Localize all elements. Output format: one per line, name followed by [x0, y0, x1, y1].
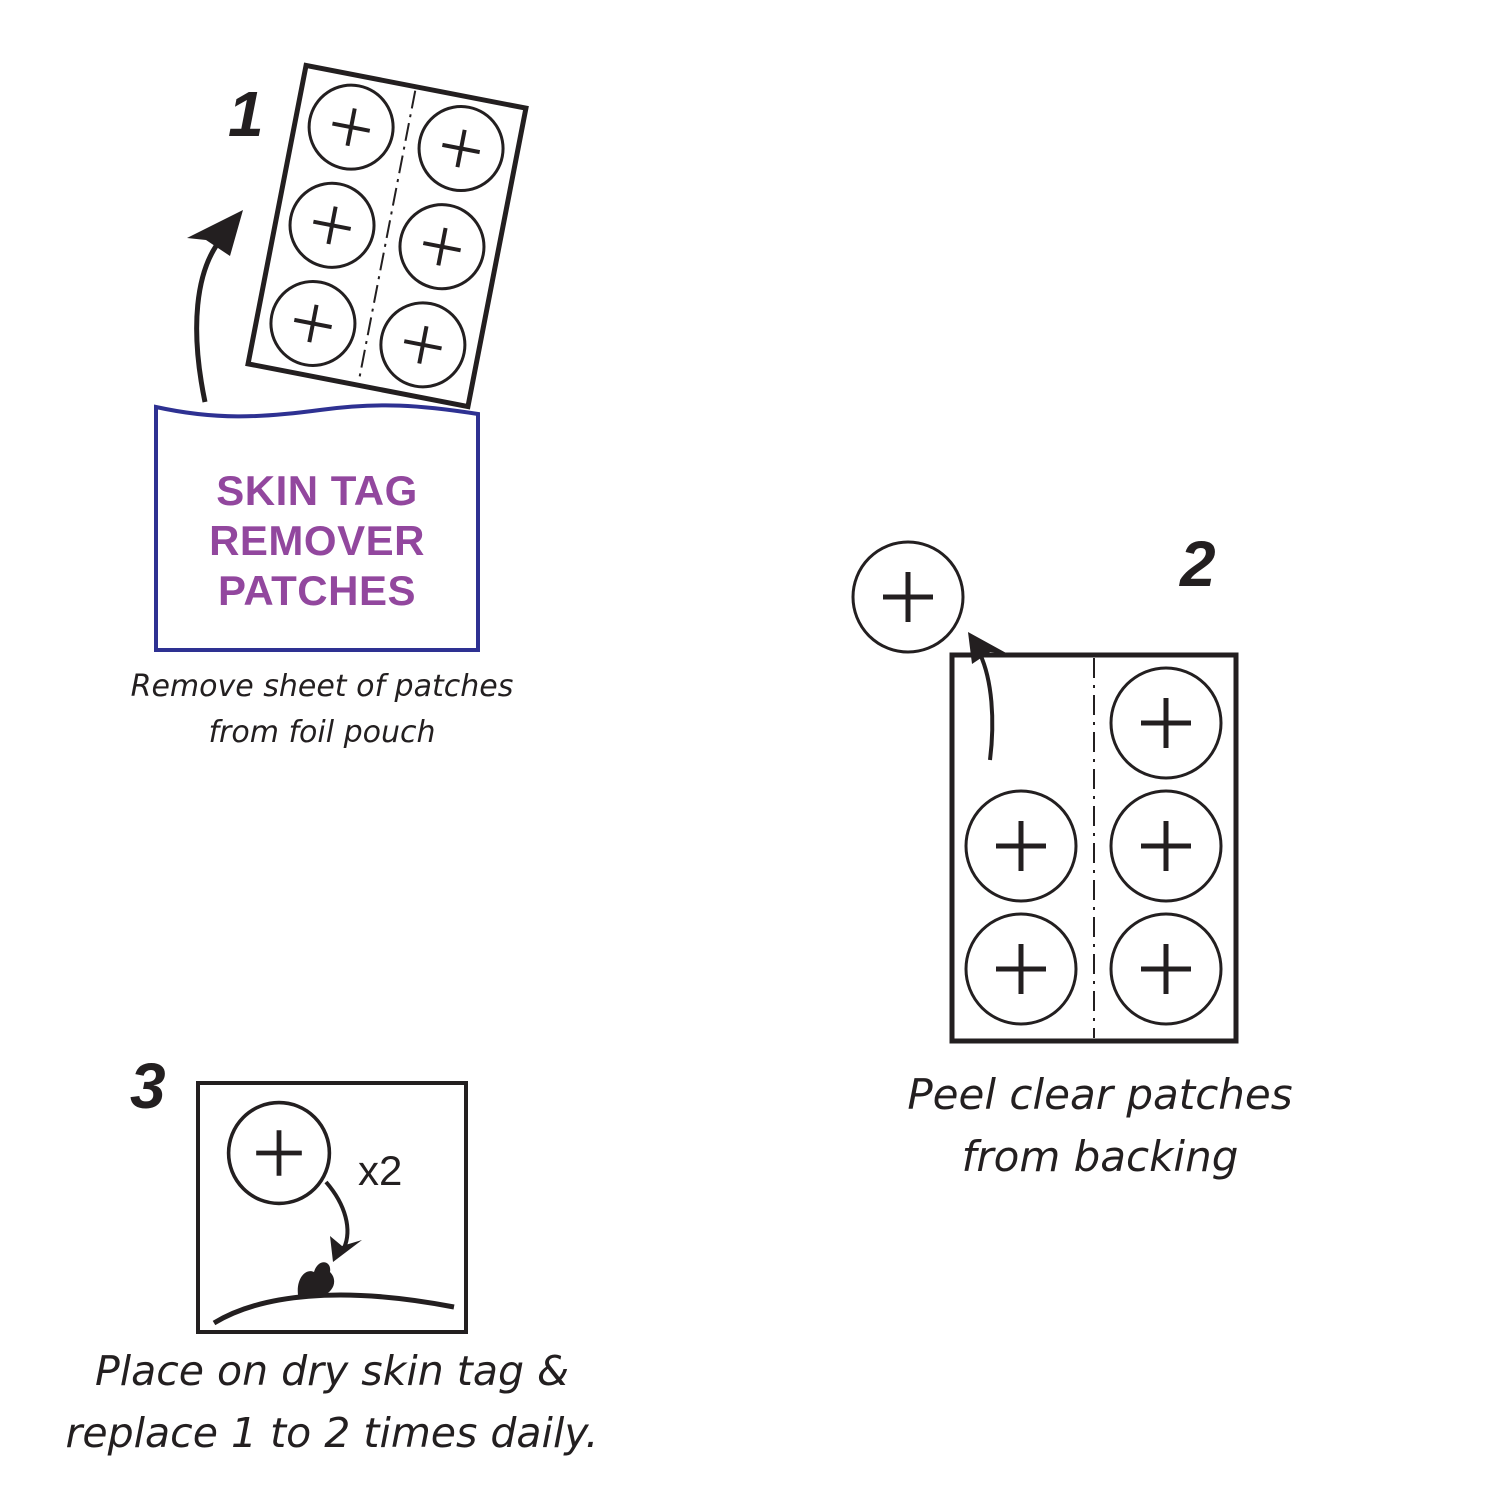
- step1-caption: Remove sheet of patches from foil pouch: [100, 664, 544, 756]
- caption-line: from backing: [961, 1132, 1239, 1181]
- patch-icon: [966, 914, 1076, 1024]
- step2-backing-sheet: [949, 652, 1239, 1044]
- pouch-label-line: SKIN TAG: [216, 467, 418, 514]
- pouch-label-line: PATCHES: [218, 567, 416, 614]
- multiplier-label: x2: [358, 1147, 403, 1194]
- patch-icon: [1111, 668, 1221, 778]
- caption-line: replace 1 to 2 times daily.: [65, 1409, 599, 1457]
- step1-number: 1: [228, 78, 264, 150]
- skin-line: [212, 1292, 455, 1326]
- patch-icon: [1111, 914, 1221, 1024]
- caption-line: Remove sheet of patches: [130, 669, 514, 704]
- step1-curved-arrow-icon: [187, 210, 243, 403]
- step1-foil-pouch: [154, 403, 480, 652]
- step3-arrow-icon: [324, 1180, 362, 1262]
- step1-patch-sheet: [245, 62, 529, 410]
- patch-icon: [966, 791, 1076, 901]
- caption-line: Peel clear patches: [907, 1070, 1293, 1119]
- step2-caption: Peel clear patches from backing: [880, 1064, 1320, 1188]
- step3-number: 3: [130, 1050, 166, 1122]
- patch-icon: [229, 1103, 330, 1204]
- step3-application-frame: [196, 1081, 468, 1334]
- pouch-label-line: REMOVER: [209, 517, 425, 564]
- skin-tag-icon: [297, 1262, 335, 1296]
- peeled-patch-icon: [853, 542, 963, 652]
- caption-line: Place on dry skin tag &: [94, 1347, 570, 1395]
- caption-line: from foil pouch: [208, 715, 436, 750]
- step3-caption: Place on dry skin tag & replace 1 to 2 t…: [40, 1340, 624, 1464]
- patch-icon: [1111, 791, 1221, 901]
- step2-number: 2: [1180, 528, 1216, 600]
- pouch-label: SKIN TAG REMOVER PATCHES: [156, 466, 478, 616]
- step2-curved-arrow-icon: [968, 632, 1008, 761]
